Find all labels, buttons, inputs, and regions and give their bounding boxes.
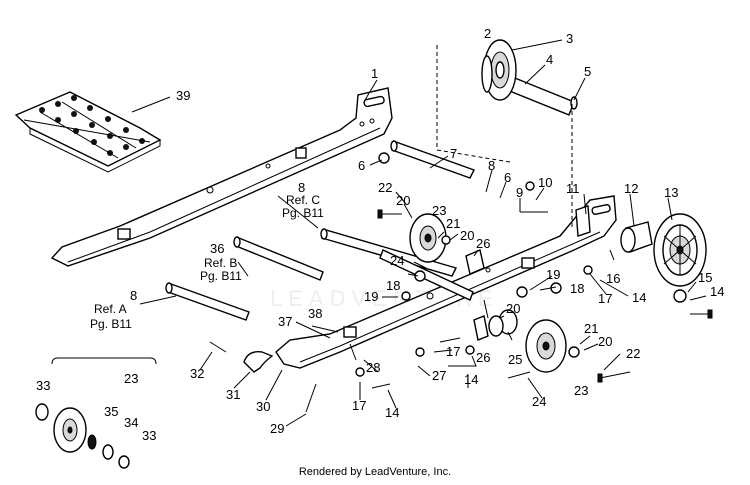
reference-labels: Ref. C Pg. B11 Ref. B Pg. B11 Ref. A Pg.…	[90, 193, 324, 331]
callout-22-a: 22	[378, 180, 392, 195]
ref-b-line1: Ref. B	[204, 256, 237, 270]
nuts-washers	[355, 152, 687, 377]
callout-20-d: 20	[598, 334, 612, 349]
callout-10: 10	[538, 175, 552, 190]
callout-14-d: 14	[385, 405, 399, 420]
callout-37: 37	[278, 314, 292, 329]
bolts	[371, 209, 713, 389]
axle-7	[390, 140, 475, 179]
shaft-ref-b	[233, 236, 324, 281]
rail-lower-30	[275, 195, 617, 369]
shaft-cross	[379, 249, 474, 301]
callout-18-b: 18	[570, 281, 584, 296]
leader-lines	[131, 39, 707, 427]
callout-22-b: 22	[626, 346, 640, 361]
callout-24-b: 24	[532, 394, 546, 409]
callout-2: 2	[484, 26, 491, 41]
callout-25: 25	[508, 352, 522, 367]
spacer-12	[620, 221, 653, 253]
callout-8-a: 8	[488, 158, 495, 173]
callout-8-b: 8	[298, 180, 305, 195]
callout-20-b: 20	[460, 228, 474, 243]
callout-21-a: 21	[446, 216, 460, 231]
dashed-guide-top	[436, 45, 573, 228]
ref-a-line2: Pg. B11	[90, 317, 132, 331]
callout-21-b: 21	[584, 321, 598, 336]
callout-24-a: 24	[390, 253, 404, 268]
callout-15: 15	[698, 270, 712, 285]
idler-wheel-23-left	[409, 213, 447, 263]
callout-6-b: 6	[504, 170, 511, 185]
callout-32: 32	[190, 366, 204, 381]
rail-upper-1	[50, 87, 393, 267]
idler-wheel-23-right	[525, 319, 567, 373]
callout-4: 4	[546, 52, 553, 67]
callout-18-a: 18	[386, 278, 400, 293]
callout-14-b: 14	[710, 284, 724, 299]
slide-clip-31	[243, 351, 274, 373]
track-clip-39	[14, 91, 162, 173]
callout-17-b: 17	[446, 344, 460, 359]
bracket-11	[575, 205, 591, 237]
callout-34: 34	[124, 415, 138, 430]
callout-23-a: 23	[432, 203, 446, 218]
callout-19-b: 19	[364, 289, 378, 304]
callout-7: 7	[450, 146, 457, 161]
callout-23-b: 23	[574, 383, 588, 398]
callout-numbers: 1 2 3 4 5 6 6 7 8 8 8 9 10 11 12 13 14 1…	[36, 26, 724, 443]
callout-30: 30	[256, 399, 270, 414]
callout-20-a: 20	[396, 193, 410, 208]
ref-b-line2: Pg. B11	[200, 269, 242, 283]
ref-c-line2: Pg. B11	[282, 206, 324, 220]
callout-38: 38	[308, 306, 322, 321]
callout-20-c: 20	[506, 301, 520, 316]
screw-29	[305, 383, 317, 413]
callout-28: 28	[366, 360, 380, 375]
callout-11: 11	[566, 181, 580, 196]
callout-39: 39	[176, 88, 190, 103]
callout-17-c: 17	[352, 398, 366, 413]
callout-23-c: 23	[124, 371, 138, 386]
idler-wheel-top	[481, 39, 578, 116]
callout-26-b: 26	[476, 350, 490, 365]
bracket-26b	[473, 315, 489, 341]
callout-35: 35	[104, 404, 118, 419]
callout-26-a: 26	[476, 236, 490, 251]
callout-14-a: 14	[632, 290, 646, 305]
callout-31: 31	[226, 387, 240, 402]
callout-14-c: 14	[464, 372, 478, 387]
pin-32	[209, 341, 227, 353]
callout-8-c: 8	[130, 288, 137, 303]
callout-5: 5	[584, 64, 591, 79]
rear-wheel-13	[653, 213, 707, 287]
callout-9: 9	[516, 185, 523, 200]
ref-c-line1: Ref. C	[286, 193, 320, 207]
ref-a-line1: Ref. A	[94, 302, 127, 316]
callout-6-a: 6	[358, 158, 365, 173]
callout-27: 27	[432, 368, 446, 383]
callout-29: 29	[270, 421, 284, 436]
callout-17-a: 17	[598, 291, 612, 306]
callout-36: 36	[210, 241, 224, 256]
wheel-assembly-exploded	[35, 357, 157, 469]
callout-16: 16	[606, 271, 620, 286]
callout-13: 13	[664, 185, 678, 200]
bracket-26	[465, 249, 485, 275]
callout-33-b: 33	[142, 428, 156, 443]
callout-3: 3	[566, 31, 573, 46]
callout-33-a: 33	[36, 378, 50, 393]
shaft-ref-a	[165, 282, 250, 321]
callout-12: 12	[624, 181, 638, 196]
callout-1: 1	[371, 66, 378, 81]
callout-19-a: 19	[546, 267, 560, 282]
footer-credit: Rendered by LeadVenture, Inc.	[298, 466, 452, 478]
